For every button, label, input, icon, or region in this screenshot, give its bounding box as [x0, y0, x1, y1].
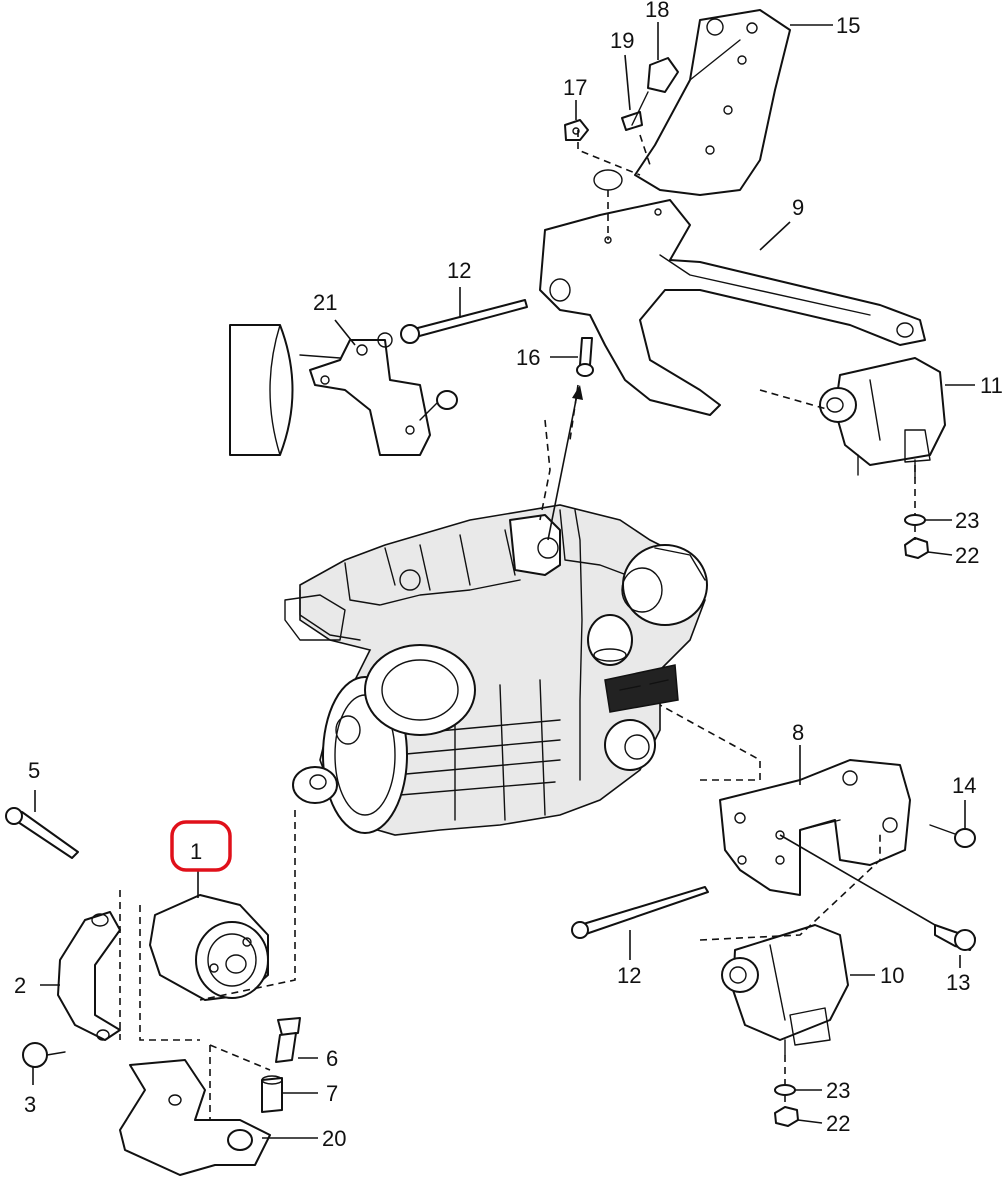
label-23-lower: 23: [826, 1078, 850, 1103]
label-12-upper: 12: [447, 258, 471, 283]
label-11: 11: [980, 373, 1003, 398]
label-1: 1: [190, 839, 202, 864]
label-12-lower: 12: [617, 963, 641, 988]
bracket-21: [229, 324, 458, 456]
label-7: 7: [326, 1081, 338, 1106]
label-22-upper: 22: [955, 543, 979, 568]
leader-lines: [32, 22, 975, 1139]
label-16: 16: [516, 345, 540, 370]
label-9: 9: [792, 195, 804, 220]
assembly-lines: [119, 130, 916, 1120]
label-5: 5: [28, 758, 40, 783]
bracket-20: [119, 1059, 271, 1176]
engine-mount-11: [819, 357, 946, 479]
label-17: 17: [563, 75, 587, 100]
label-15: 15: [836, 13, 860, 38]
label-19: 19: [610, 28, 634, 53]
label-23-upper: 23: [955, 508, 979, 533]
label-18: 18: [645, 0, 669, 22]
upper-bracket-assembly: [539, 9, 926, 416]
clamp-2: [57, 911, 121, 1041]
label-8: 8: [792, 720, 804, 745]
engine-mount-10: [721, 924, 849, 1056]
part-labels: 1 2 3 5 6 7 8 9 10 11 12 12 13 14 15 16 …: [14, 0, 1003, 1151]
label-21: 21: [313, 290, 337, 315]
engine-assembly: [284, 504, 708, 836]
label-20: 20: [322, 1126, 346, 1151]
label-2: 2: [14, 973, 26, 998]
highlight-box-part-1: [170, 820, 232, 872]
label-13: 13: [946, 970, 970, 995]
label-6: 6: [326, 1046, 338, 1071]
engine-mount-1: [149, 894, 269, 1001]
label-10: 10: [880, 963, 904, 988]
bracket-8: [719, 759, 911, 896]
label-22-lower: 22: [826, 1111, 850, 1136]
label-14: 14: [952, 773, 976, 798]
label-3: 3: [24, 1092, 36, 1117]
